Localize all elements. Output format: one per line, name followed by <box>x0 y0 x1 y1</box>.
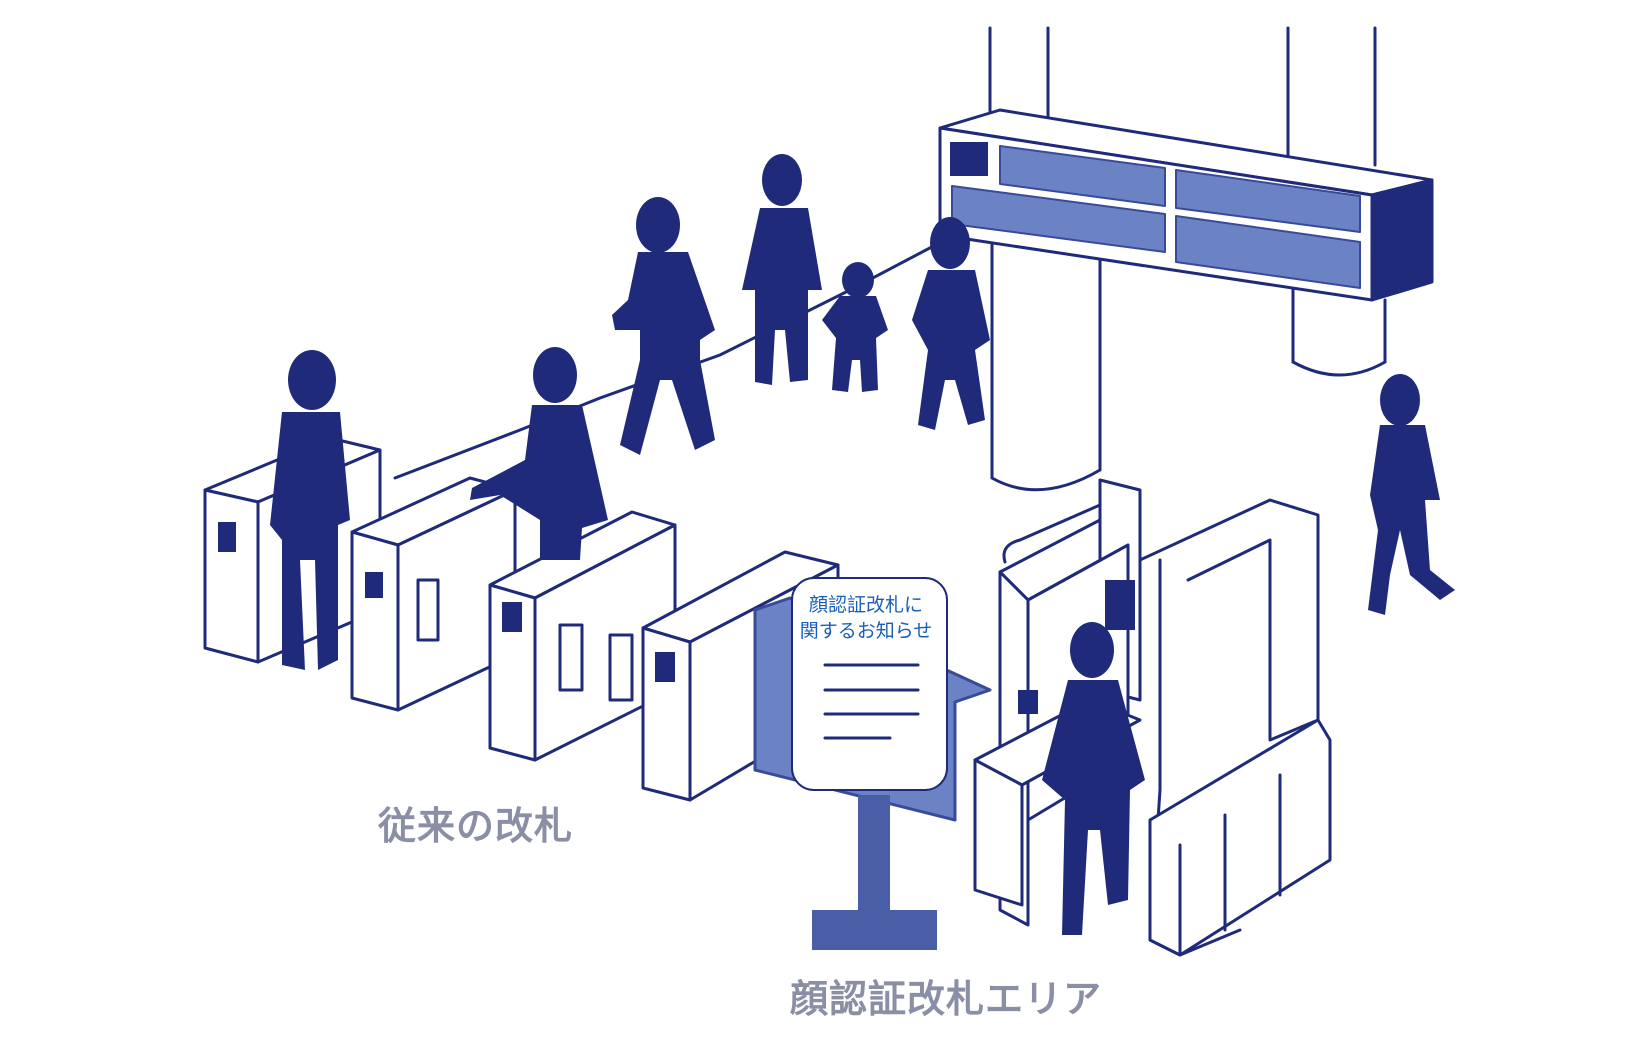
passenger-walking-man <box>612 197 715 455</box>
notice-title-line2: 関するお知らせ <box>799 620 933 642</box>
conventional-gates-label: 従来の改札 <box>378 803 574 848</box>
face-gate-area-label: 顔認証改札エリア <box>790 976 1103 1021</box>
station-pillar-left <box>990 233 1102 492</box>
passenger-man-right <box>1368 374 1455 615</box>
notice-board <box>791 577 948 791</box>
passenger-child <box>822 262 888 392</box>
passenger-man-face-gate <box>1042 622 1145 935</box>
passenger-silhouettes <box>270 154 1455 935</box>
face-recognition-gate <box>973 478 1332 957</box>
passenger-man-left <box>270 350 350 670</box>
notice-title-line1: 顔認証改札に <box>808 594 923 616</box>
departure-board <box>938 108 1434 302</box>
station-pillar-right <box>1291 283 1387 377</box>
ceiling-poles <box>988 26 1377 167</box>
passenger-adult <box>742 154 822 385</box>
passenger-woman <box>470 347 608 560</box>
passenger-man-center <box>912 217 990 430</box>
